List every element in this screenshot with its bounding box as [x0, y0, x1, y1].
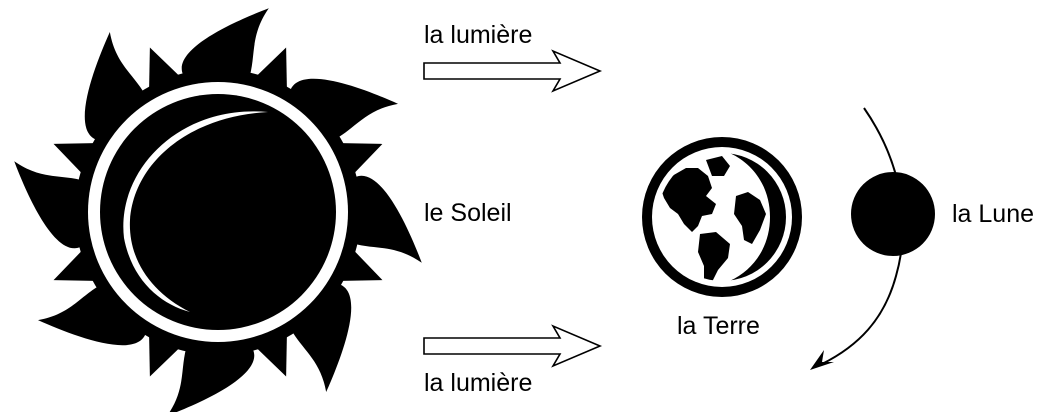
light-top-label: la lumière	[424, 21, 532, 49]
sun-inner-disc	[100, 94, 336, 330]
sun-icon	[14, 8, 422, 412]
moon-icon	[851, 172, 935, 256]
earth-label: la Terre	[677, 312, 760, 340]
sun-ray-flame	[169, 342, 255, 412]
sun-ray-flame	[14, 161, 88, 249]
earth-continent-greenland	[706, 156, 730, 176]
light-arrow-top	[423, 49, 603, 93]
earth-continent-north-america	[660, 168, 716, 232]
moon-label: la Lune	[952, 200, 1034, 228]
light-arrow-bottom	[423, 324, 603, 368]
earth-continent-south-america	[698, 232, 730, 281]
earth-continent-africa	[734, 192, 766, 244]
earth-globe-icon	[642, 137, 802, 297]
sun-label: le Soleil	[424, 199, 512, 227]
light-bottom-label: la lumière	[424, 369, 532, 397]
moon-orbit-arrow	[810, 107, 904, 370]
sun-ray-flame	[181, 8, 269, 82]
sun-ray-flame	[348, 175, 422, 263]
